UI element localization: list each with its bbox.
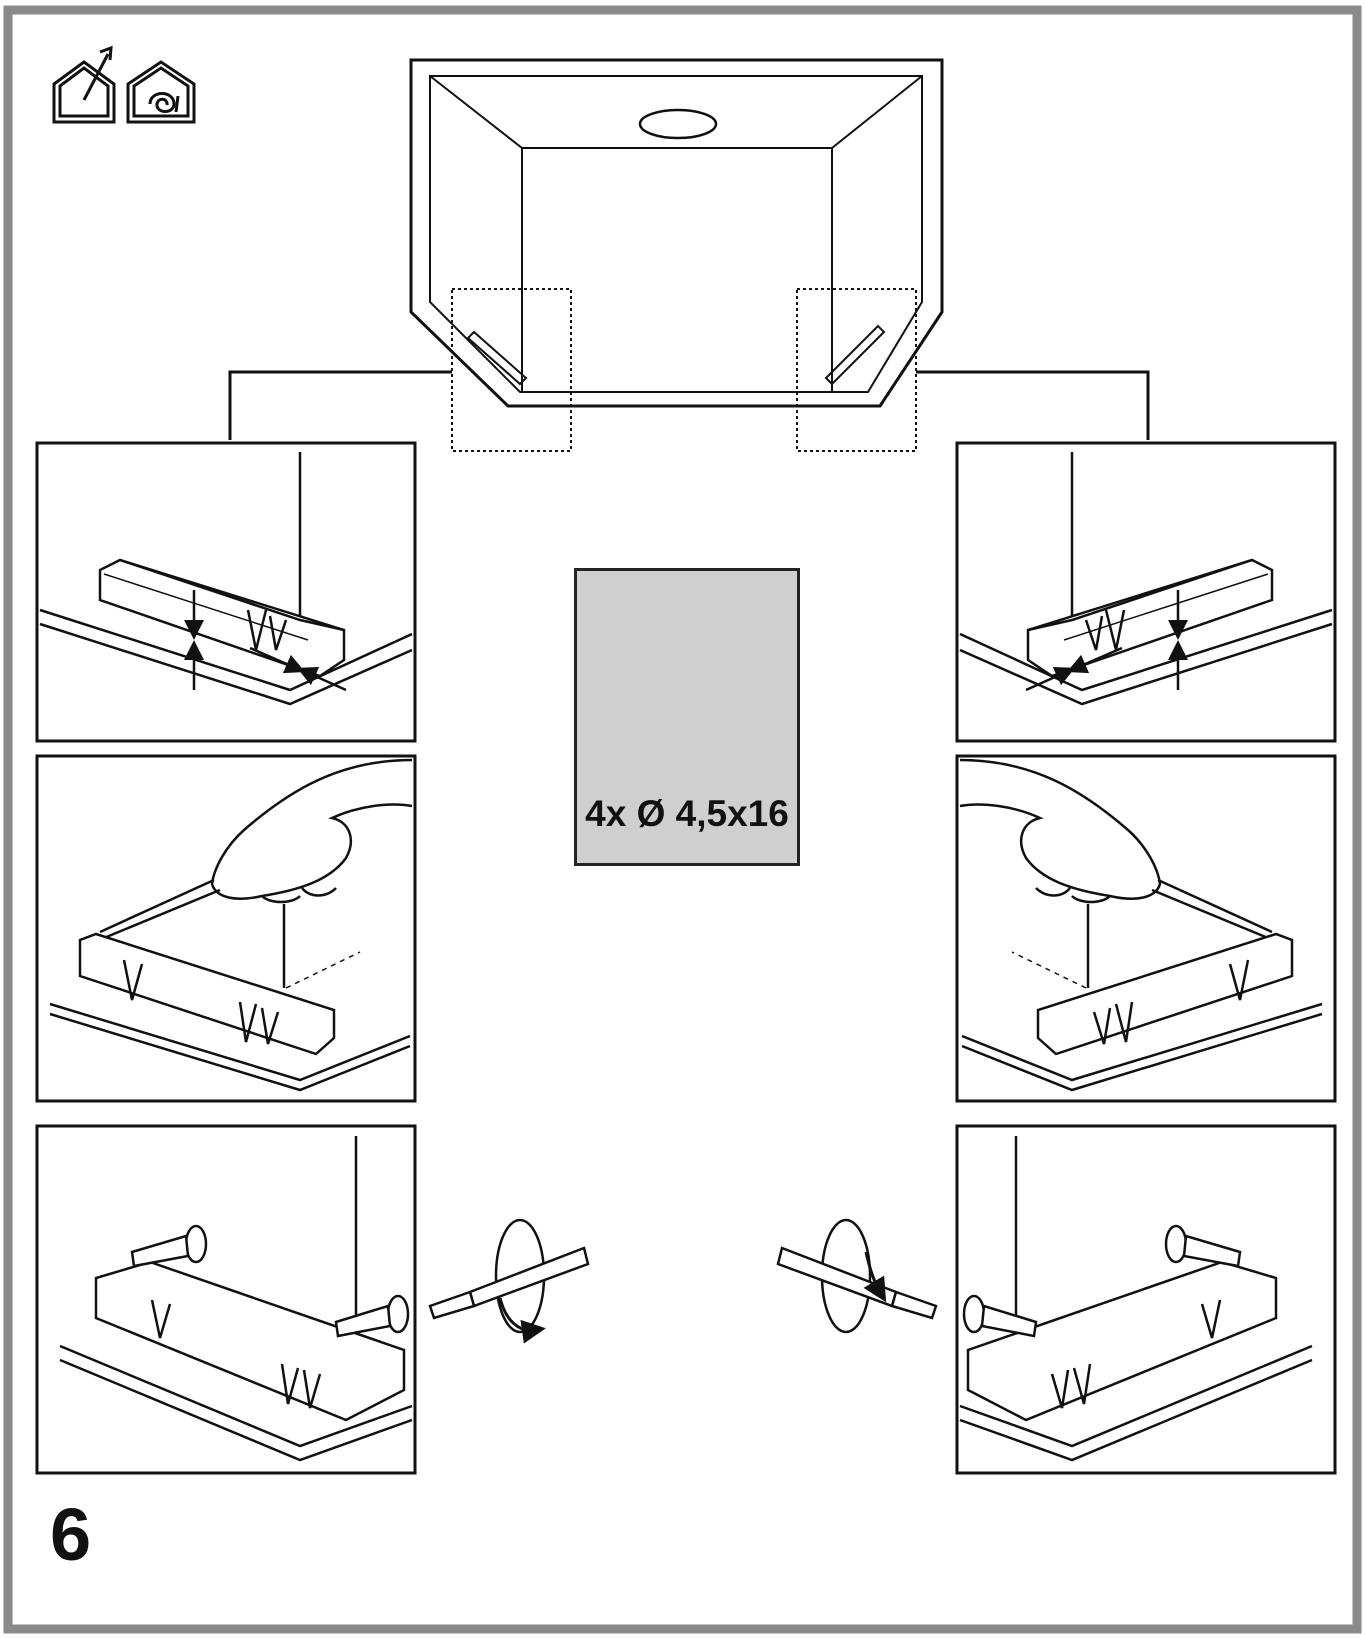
page-border xyxy=(3,5,1362,1634)
hand-positioning-right xyxy=(959,758,1323,1092)
bracket-clip-left xyxy=(39,452,413,706)
bracket-clip-right xyxy=(959,452,1333,706)
screwing-left xyxy=(59,1136,413,1462)
right-leader-line xyxy=(916,370,1150,440)
screwdriver-left-icon xyxy=(428,1218,590,1344)
hood-overview xyxy=(409,58,944,408)
hardware-label: 4x Ø 4,5x16 xyxy=(585,793,789,834)
left-callout-box xyxy=(451,288,572,452)
panel-right-2 xyxy=(955,754,1337,1103)
screwing-right xyxy=(959,1136,1313,1462)
hardware-box: 4x Ø 4,5x16 xyxy=(574,568,800,866)
step-number: 6 xyxy=(50,1493,92,1576)
ducted-extraction-house-icon xyxy=(52,45,116,124)
recirculation-house-icon xyxy=(126,60,196,124)
panel-left-2 xyxy=(35,754,417,1103)
screwdriver-right-icon xyxy=(776,1218,938,1334)
right-callout-box xyxy=(796,288,917,452)
left-leader-line xyxy=(228,370,452,440)
hand-positioning-left xyxy=(49,758,413,1092)
